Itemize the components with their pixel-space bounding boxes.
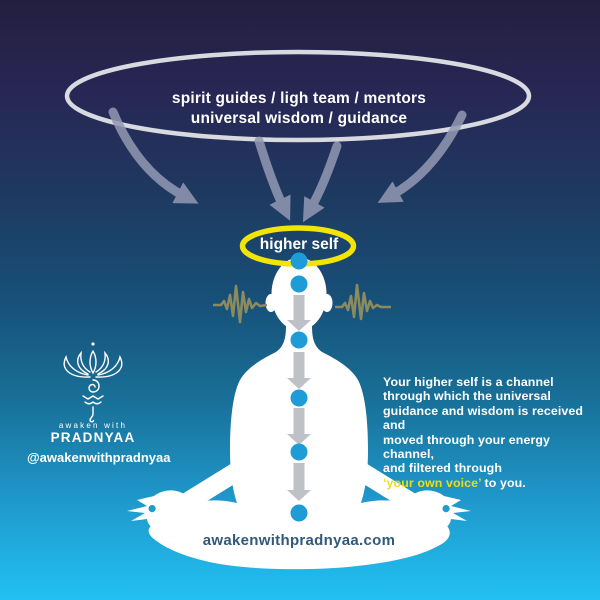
- waveform-left: [213, 284, 268, 324]
- figure-right-forearm: [336, 452, 432, 519]
- chakra-dot-solar: [290, 443, 308, 461]
- spine-arrow-3: [287, 408, 311, 445]
- vibration-wave-icon: [213, 283, 391, 324]
- spine-arrow-4: [287, 463, 311, 501]
- highlight-your-own-voice: ‘your own voice’: [383, 475, 481, 490]
- flow-arrow-right-outer: [377, 110, 467, 203]
- figure-head: [271, 257, 327, 331]
- description-line-highlight: ‘your own voice’ to you.: [383, 476, 600, 490]
- chakra-dot-crown: [290, 252, 308, 270]
- waveform-right: [335, 283, 391, 321]
- website-url: awakenwithpradnyaa.com: [202, 532, 396, 549]
- spine-arrow-1: [287, 295, 311, 331]
- figure-legs: [148, 500, 450, 570]
- brand-tagline: awaken with: [58, 421, 128, 430]
- description-line: and filtered through: [383, 461, 503, 476]
- top-oval-line1: spirit guides / ligh team / mentors: [171, 90, 427, 107]
- description-line: moved through your energy channel,: [383, 432, 551, 462]
- flow-arrow-left-outer: [108, 107, 199, 204]
- description-line: Your higher self is a channel: [383, 375, 554, 389]
- description-line: guidance and wisdom is received and: [383, 403, 584, 433]
- brand-name: PRADNYAA: [50, 430, 136, 445]
- spine-arrow-2: [287, 352, 311, 389]
- chakra-dot-brow: [290, 275, 308, 293]
- down-arrow-icon: [287, 295, 311, 501]
- top-oval-text: spirit guides / ligh team / mentors univ…: [68, 89, 530, 128]
- brand-handle: @awakenwithpradnyaa: [27, 450, 171, 465]
- description-text: Your higher self is a channel through wh…: [383, 375, 600, 490]
- oval-outline-icon: [64, 49, 532, 143]
- flow-arrow-left-inner: [254, 136, 291, 221]
- chakra-dot-throat: [290, 331, 308, 349]
- flow-arrow-right-inner: [302, 141, 342, 223]
- description-line: through which the universal: [383, 389, 551, 404]
- top-oval-line2: universal wisdom / guidance: [190, 109, 408, 127]
- lotus-unalome-icon: [63, 342, 123, 423]
- higher-self-label: higher self: [259, 236, 339, 253]
- chakra-dot-heart: [290, 389, 308, 407]
- chakra-dot-sacral: [290, 504, 308, 522]
- figure-left-forearm: [166, 452, 262, 519]
- energy-dot-icon: [290, 275, 308, 522]
- curved-down-arrow-icon: [108, 107, 467, 223]
- highlight-suffix: to you.: [481, 475, 526, 490]
